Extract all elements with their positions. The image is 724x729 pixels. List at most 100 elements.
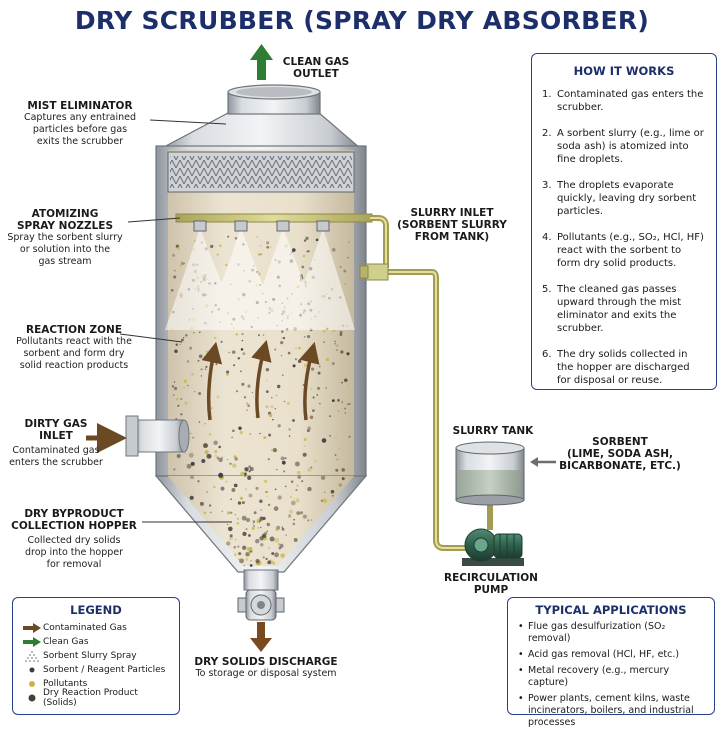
legend-item-spray: Sorbent Slurry Spray bbox=[21, 649, 171, 663]
particle bbox=[187, 384, 189, 387]
particle bbox=[280, 355, 283, 357]
application-text: Power plants, cement kilns, waste incine… bbox=[528, 693, 694, 728]
how-it-works-step: 6.The dry solids collected in the hopper… bbox=[542, 348, 706, 387]
particle bbox=[189, 346, 193, 350]
particle bbox=[344, 412, 346, 414]
nozzles-desc3: gas stream bbox=[38, 256, 92, 267]
particle bbox=[197, 480, 200, 483]
particle bbox=[270, 405, 274, 409]
particle bbox=[296, 470, 301, 475]
particle bbox=[253, 525, 255, 527]
particle bbox=[197, 359, 200, 362]
particle bbox=[322, 498, 327, 503]
particle bbox=[329, 434, 332, 437]
particle bbox=[276, 525, 281, 530]
particle bbox=[303, 336, 306, 338]
particle bbox=[263, 436, 267, 440]
particle bbox=[312, 396, 315, 399]
particle bbox=[199, 501, 204, 506]
spray-icon bbox=[21, 649, 43, 663]
particle bbox=[176, 246, 181, 251]
particle bbox=[213, 440, 218, 446]
particle bbox=[344, 407, 347, 410]
particle bbox=[198, 391, 202, 396]
particle bbox=[259, 499, 263, 503]
particle bbox=[238, 426, 242, 430]
particle bbox=[240, 348, 244, 351]
particle bbox=[186, 463, 192, 469]
mist-desc2: particles before gas bbox=[32, 124, 128, 135]
nozzles-heading2: SPRAY NOZZLES bbox=[16, 220, 114, 232]
particle bbox=[336, 344, 339, 347]
step-number: 2. bbox=[542, 128, 552, 139]
step-number: 4. bbox=[542, 232, 552, 243]
particle bbox=[173, 275, 177, 279]
particle bbox=[303, 445, 306, 448]
particle bbox=[267, 458, 270, 461]
particle bbox=[331, 399, 335, 403]
particle bbox=[334, 454, 337, 456]
particle bbox=[216, 253, 219, 256]
reaction-desc3: solid reaction products bbox=[19, 360, 129, 371]
particle bbox=[184, 401, 188, 405]
nozzles-heading1: ATOMIZING bbox=[31, 208, 99, 220]
particle bbox=[339, 333, 343, 336]
particle bbox=[269, 246, 272, 248]
particle bbox=[295, 498, 300, 503]
how-it-works-title: HOW IT WORKS bbox=[573, 64, 675, 78]
slurry-tank bbox=[455, 441, 525, 506]
particle bbox=[323, 491, 326, 494]
particle bbox=[191, 373, 194, 376]
particle bbox=[296, 511, 301, 515]
particle bbox=[286, 401, 290, 405]
applications-list: •Flue gas desulfurization (SO₂ removal)•… bbox=[518, 621, 704, 729]
particle bbox=[346, 352, 350, 356]
particle bbox=[219, 244, 222, 247]
step-text: The droplets evaporate quickly, leaving … bbox=[557, 180, 697, 217]
sorbent-dot-icon bbox=[21, 663, 43, 677]
brown-arrow-icon bbox=[21, 621, 43, 635]
hopper-label: DRY BYPRODUCT COLLECTION HOPPER Collecte… bbox=[6, 508, 142, 571]
particle bbox=[283, 470, 286, 473]
particle bbox=[259, 516, 264, 521]
legend-label: Contaminated Gas bbox=[43, 623, 127, 633]
slurry-tank-text: SLURRY TANK bbox=[452, 425, 534, 437]
particle bbox=[251, 526, 255, 530]
particle bbox=[306, 250, 309, 253]
legend-item-product: Dry Reaction Product (Solids) bbox=[21, 688, 171, 708]
particle bbox=[228, 536, 233, 541]
particle bbox=[307, 467, 312, 472]
particle bbox=[297, 359, 302, 363]
particle bbox=[283, 400, 286, 403]
particle bbox=[234, 538, 237, 541]
sorbent-line3: BICARBONATE, ETC.) bbox=[559, 460, 681, 472]
particle bbox=[240, 471, 245, 477]
bullet-icon: • bbox=[518, 665, 524, 676]
particle bbox=[265, 557, 268, 560]
hopper-heading2: COLLECTION HOPPER bbox=[11, 520, 137, 532]
particle bbox=[267, 504, 269, 506]
particle bbox=[257, 252, 262, 256]
particle bbox=[266, 245, 270, 249]
particle bbox=[265, 405, 269, 409]
particle bbox=[241, 332, 244, 336]
particle bbox=[341, 477, 345, 481]
particle bbox=[315, 238, 319, 242]
legend-item-contaminated: Contaminated Gas bbox=[21, 621, 171, 635]
particle bbox=[183, 337, 185, 339]
particle bbox=[218, 445, 221, 449]
particle bbox=[317, 371, 321, 375]
particle bbox=[294, 461, 300, 467]
particle bbox=[337, 410, 340, 412]
particle bbox=[285, 534, 287, 536]
particle bbox=[274, 348, 277, 351]
slurry-spray bbox=[165, 228, 355, 330]
particle bbox=[306, 334, 311, 339]
particle bbox=[292, 248, 296, 252]
particle bbox=[237, 545, 240, 548]
particle bbox=[293, 537, 298, 542]
particle bbox=[241, 339, 244, 342]
particle bbox=[334, 340, 336, 343]
pump-label: RECIRCULATION PUMP bbox=[436, 572, 546, 596]
